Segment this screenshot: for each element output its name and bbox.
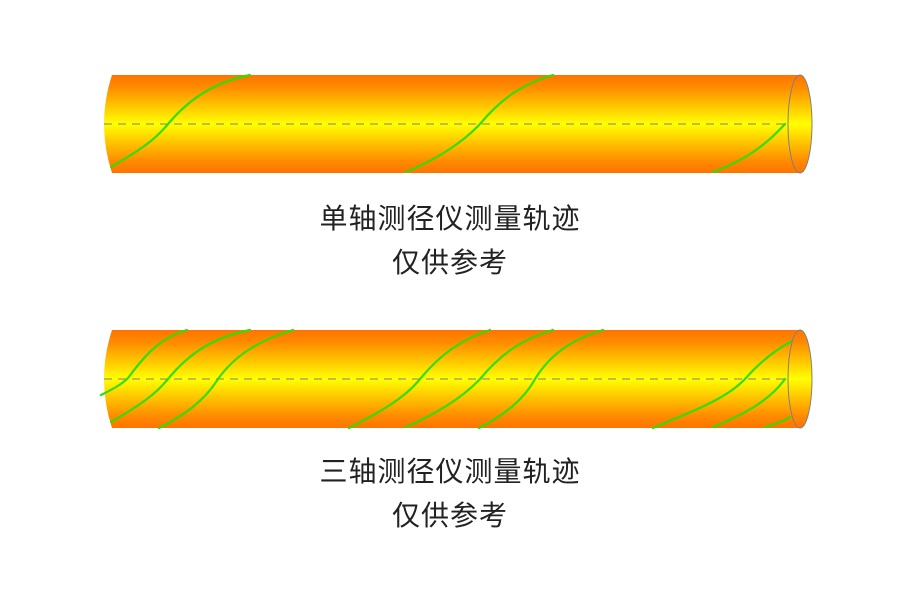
track-line: [109, 328, 252, 424]
tube-body: [104, 75, 800, 173]
track-line: [109, 73, 252, 169]
track-line: [711, 377, 787, 429]
measurement-tracks: [109, 73, 787, 174]
track-line: [157, 328, 295, 430]
single-axis-note: 仅供参考: [391, 246, 508, 279]
tube-end-cap: [787, 74, 813, 174]
track-line: [477, 328, 605, 430]
three-axis-note: 仅供参考: [391, 499, 508, 532]
track-line: [711, 122, 787, 174]
measurement-tracks: [99, 328, 794, 430]
single-axis-title: 单轴测径仪测量轨迹: [319, 202, 581, 235]
track-line: [763, 415, 792, 429]
three-axis-caption: 三轴测径仪测量轨迹 仅供参考: [0, 450, 900, 538]
three-axis-cylinder: [99, 328, 813, 430]
track-line: [651, 339, 794, 430]
tube-end-cap: [787, 329, 813, 429]
three-axis-title: 三轴测径仪测量轨迹: [319, 455, 581, 488]
single-axis-cylinder: [104, 73, 813, 174]
track-line: [99, 328, 189, 397]
track-line: [347, 328, 492, 430]
track-line: [404, 328, 555, 429]
single-axis-caption: 单轴测径仪测量轨迹 仅供参考: [0, 197, 900, 285]
tube-body: [104, 330, 800, 428]
track-line: [404, 73, 555, 174]
